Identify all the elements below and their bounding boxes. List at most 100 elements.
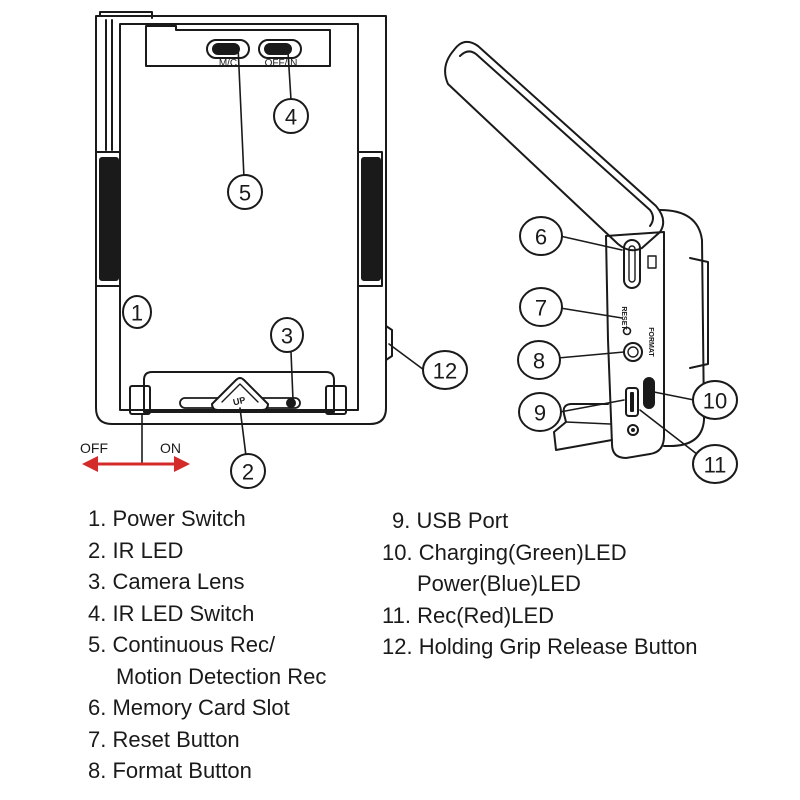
left-channel <box>105 19 113 151</box>
left-clip-insert <box>99 157 119 281</box>
side-view <box>444 40 709 459</box>
legend-text: USB Port <box>416 508 509 533</box>
reset-button[interactable] <box>622 326 632 336</box>
up-button-inner <box>221 383 259 403</box>
callout-circles <box>122 98 738 489</box>
side-body <box>605 231 665 459</box>
callout-11-circle <box>692 444 738 484</box>
legend-number: 2. <box>88 537 107 563</box>
callout-3-number: 3 <box>281 324 293 349</box>
power-off-label: OFF <box>80 440 108 456</box>
side-bottom-clip-detail <box>565 421 611 425</box>
callout-4-circle <box>273 98 309 134</box>
legend-number: 3. <box>88 569 107 594</box>
callout-3-circle <box>270 317 304 353</box>
holding-grip-inner <box>459 50 654 227</box>
callout-2-circle <box>230 453 266 489</box>
legend-item: 6. Memory Card Slot <box>88 692 326 724</box>
legend-item: 3. Camera Lens <box>88 566 326 598</box>
callout-7-number: 7 <box>535 296 547 321</box>
callout-2-number: 2 <box>242 460 254 485</box>
legend-text: Continuous Rec/ <box>112 632 276 657</box>
front-view <box>95 11 393 463</box>
memory-card-slot <box>623 239 641 289</box>
format-label: FORMAT <box>647 327 654 357</box>
legend-text: Power Switch <box>112 506 246 531</box>
callout-6-number: 6 <box>535 225 547 250</box>
ir-led-switch-knob <box>264 43 292 55</box>
callout-8-number: 8 <box>533 349 545 374</box>
rec-led-dot <box>631 428 635 432</box>
legend-item: 11. Rec(Red)LED <box>382 600 698 632</box>
front-body-back <box>95 15 387 425</box>
legend-number: 12. <box>382 634 413 659</box>
legend-text: IR LED Switch <box>112 600 255 626</box>
legend-item: 4. IR LED Switch <box>88 598 326 630</box>
format-button[interactable] <box>623 342 643 362</box>
side-lens-bump <box>689 257 709 369</box>
grip-release-button[interactable] <box>385 325 393 361</box>
callout-7-circle <box>519 287 563 327</box>
side-bottom-clip <box>553 403 613 451</box>
legend-text: Reset Button <box>112 726 240 752</box>
side-back-block <box>659 209 705 447</box>
legend-number: 8. <box>88 758 107 783</box>
callout-9-number: 9 <box>534 401 546 426</box>
legend-text: Holding Grip Release Button <box>418 634 698 659</box>
legend-number: 10. <box>382 539 413 565</box>
legend-number: 4. <box>88 600 107 626</box>
callout-9-circle <box>518 392 562 432</box>
legend-item: 8. Format Button <box>88 755 326 787</box>
legend-item: 7. Reset Button <box>88 724 326 756</box>
camera-lens <box>286 398 296 408</box>
up-button[interactable] <box>211 377 269 411</box>
power-direction-arrow <box>82 456 190 472</box>
memory-card-slot-inner <box>628 245 636 283</box>
legend-number: 11. <box>382 602 411 628</box>
left-foot <box>129 385 151 415</box>
callout-12-number: 12 <box>433 359 457 384</box>
legend-item: 10. Charging(Green)LED <box>382 537 698 569</box>
top-switch-panel <box>145 25 331 67</box>
legend-text: Camera Lens <box>112 569 245 594</box>
ir-switch-label: OFF/IN <box>265 58 298 69</box>
legend-text: Charging(Green)LED <box>418 539 627 565</box>
legend-item-continuation: Motion Detection Rec <box>116 663 327 689</box>
callout-11-number: 11 <box>704 453 727 478</box>
left-side-clip <box>95 151 121 287</box>
legend-left: 1. Power Switch 2. IR LED 3. Camera Lens… <box>88 503 326 787</box>
legend-item: 2. IR LED <box>88 535 326 567</box>
mc-switch-knob <box>212 43 240 55</box>
right-clip-insert <box>361 157 381 281</box>
holding-grip <box>444 40 665 252</box>
callout-10-number: 10 <box>703 389 727 414</box>
format-button-inner <box>627 346 639 358</box>
mc-switch-label: M/C <box>219 58 237 69</box>
callout-5-circle <box>227 174 263 210</box>
grip-top-tab <box>99 11 153 19</box>
usb-port[interactable] <box>625 387 639 417</box>
bottom-lens-bar <box>143 371 335 413</box>
legend-number: 7. <box>88 726 107 752</box>
callout-6-circle <box>519 216 563 256</box>
legend-right: 9. USB Port 10. Charging(Green)LED Power… <box>382 505 698 663</box>
right-foot <box>325 385 347 415</box>
callout-1-circle <box>122 295 152 329</box>
legend-item-continuation: Power(Blue)LED <box>417 571 581 596</box>
legend-text: Memory Card Slot <box>112 695 290 720</box>
card-indicator <box>647 255 657 269</box>
legend-number: 6. <box>88 695 107 720</box>
callout-8-circle <box>517 340 561 380</box>
legend-text: Format Button <box>112 758 252 783</box>
callout-5-number: 5 <box>239 181 251 206</box>
power-on-label: ON <box>160 440 181 456</box>
legend-item: 9. USB Port <box>382 505 698 537</box>
legend-text: IR LED <box>112 537 184 563</box>
callout-12-circle <box>422 350 468 390</box>
legend-item: 1. Power Switch <box>88 503 326 535</box>
charging-led <box>643 377 655 409</box>
legend-number: 5. <box>88 632 107 657</box>
callout-1-number: 1 <box>131 301 143 326</box>
legend-text: Rec(Red)LED <box>417 602 555 628</box>
legend-item: 12. Holding Grip Release Button <box>382 631 698 663</box>
